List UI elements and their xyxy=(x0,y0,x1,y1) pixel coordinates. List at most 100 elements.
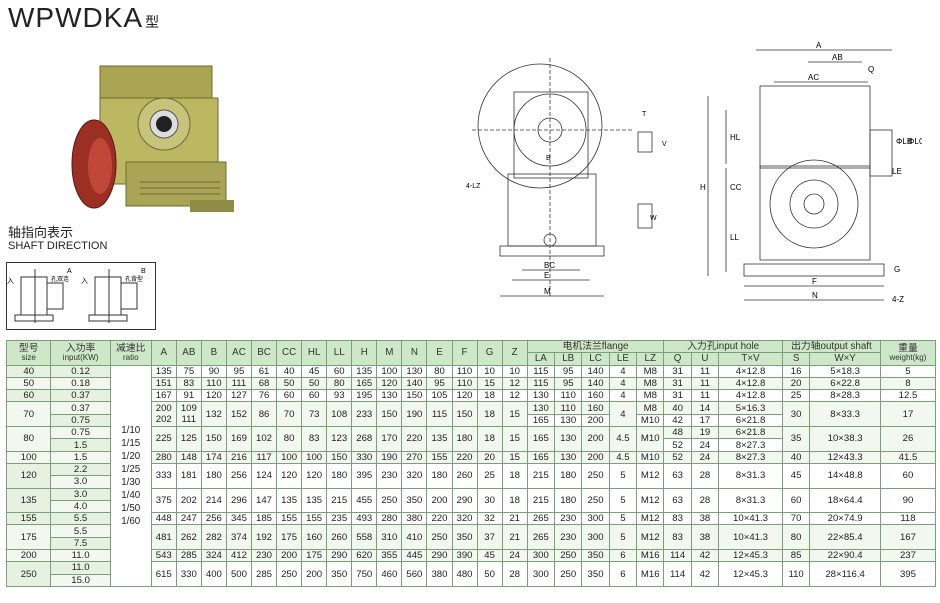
table-cell: 115 xyxy=(526,364,556,378)
table-cell: 6×21.8 xyxy=(718,426,783,440)
table-cell: 200 xyxy=(5,549,52,563)
table-cell: 4 xyxy=(608,376,638,391)
table-cell: 216 xyxy=(225,450,253,464)
table-cell: 127 xyxy=(225,389,253,403)
table-cell: 256 xyxy=(225,462,253,489)
table-cell: 140 xyxy=(581,364,610,378)
table-cell: 11 xyxy=(690,389,720,403)
table-cell: 560 xyxy=(401,561,428,587)
table-cell: 300 xyxy=(526,561,556,587)
table-cell: 95 xyxy=(554,376,583,391)
table-cell: 215 xyxy=(526,462,556,489)
table-cell: 455 xyxy=(351,487,378,514)
table-cell: 22×90.4 xyxy=(809,549,881,563)
table-cell: 60 xyxy=(879,462,937,489)
table-cell: 18 xyxy=(476,401,503,428)
table-cell: 100 xyxy=(376,364,403,378)
table-cell: 285 xyxy=(175,549,202,563)
table-cell: 117 xyxy=(250,450,278,464)
table-cell: 11 xyxy=(690,376,720,391)
table-cell: 220 xyxy=(401,426,428,452)
table-cell: 3.0 xyxy=(50,487,111,501)
table-cell: 493 xyxy=(351,512,378,526)
table-cell: 167 xyxy=(150,389,177,403)
table-cell: 20 xyxy=(781,376,811,391)
table-cell: 7.5 xyxy=(50,536,111,551)
table-cell: 35 xyxy=(781,426,811,452)
table-cell: 38 xyxy=(690,512,720,526)
table-cell: 150 xyxy=(451,401,478,428)
dim-e: E xyxy=(544,271,549,280)
table-cell: 5 xyxy=(608,487,638,514)
table-cell: 169 xyxy=(225,426,253,452)
table-cell: 268 xyxy=(351,426,378,452)
dim-w: W xyxy=(650,215,657,222)
table-cell: 300 xyxy=(581,524,610,551)
table-cell: 152 xyxy=(225,401,253,428)
table-cell: 124 xyxy=(250,462,278,489)
table-cell: 135 xyxy=(5,487,52,514)
table-cell: 12 xyxy=(501,376,528,391)
table-cell: 558 xyxy=(351,524,378,551)
table-cell: 135 xyxy=(301,487,328,514)
table-cell: 320 xyxy=(401,462,428,489)
table-cell: 135 xyxy=(150,364,177,378)
table-cell: 86 xyxy=(250,401,278,428)
hdr-input-hole: 入力孔input hole xyxy=(663,339,783,354)
shaft-direction-en: SHAFT DIRECTION xyxy=(8,240,108,252)
table-cell: 28 xyxy=(690,462,720,489)
table-cell: 150 xyxy=(326,450,353,464)
table-cell: 45 xyxy=(301,364,328,378)
table-cell: 17 xyxy=(879,401,937,428)
table-cell: 125 xyxy=(175,426,202,452)
table-cell: 155 xyxy=(5,512,52,526)
table-cell: 41.5 xyxy=(879,450,937,464)
table-cell: 5 xyxy=(608,512,638,526)
table-cell: 260 xyxy=(451,462,478,489)
table-cell: 250 xyxy=(5,561,52,587)
table-cell: 140 xyxy=(581,376,610,391)
dim-g: G xyxy=(894,265,900,274)
table-cell: 40 xyxy=(5,364,52,378)
table-cell: 190 xyxy=(401,401,428,428)
table-cell: 110 xyxy=(554,401,583,415)
table-cell: 11.0 xyxy=(50,549,111,563)
table-cell: 5×18.3 xyxy=(809,364,881,378)
table-cell: 1.5 xyxy=(50,450,111,464)
table-cell: 330 xyxy=(351,450,378,464)
dim-f: F xyxy=(812,277,817,286)
table-cell: 180 xyxy=(200,462,227,489)
gearbox-photo xyxy=(71,65,234,212)
table-cell: 180 xyxy=(451,426,478,452)
table-cell: 250 xyxy=(581,487,610,514)
table-cell: 61 xyxy=(250,364,278,378)
table-cell: 0.75 xyxy=(50,413,111,428)
table-cell: 250 xyxy=(376,487,403,514)
table-cell: 230 xyxy=(376,462,403,489)
table-cell: 95 xyxy=(426,376,453,391)
table-cell: 448 xyxy=(150,512,177,526)
table-cell: 5 xyxy=(879,364,937,378)
dim-hl: HL xyxy=(730,133,741,142)
table-cell: 265 xyxy=(526,512,556,526)
table-cell: 91 xyxy=(175,389,202,403)
table-cell: 11.0 xyxy=(50,561,111,575)
table-cell: 8 xyxy=(879,376,937,391)
label-a: A xyxy=(67,268,72,275)
table-cell: 8×31.3 xyxy=(718,462,783,489)
table-cell: 150 xyxy=(200,426,227,452)
hdr-flange: 电机法兰flange xyxy=(526,339,665,354)
table-cell: 12×43.3 xyxy=(809,450,881,464)
table-cell: 17 xyxy=(690,413,720,428)
table-cell: 290 xyxy=(426,549,453,563)
dim-a: A xyxy=(816,41,822,50)
table-cell: 48 xyxy=(663,426,692,440)
table-cell: 192 xyxy=(250,524,278,551)
table-cell: 3.0 xyxy=(50,475,111,489)
table-cell: 230 xyxy=(554,512,583,526)
table-cell: 280 xyxy=(150,450,177,464)
